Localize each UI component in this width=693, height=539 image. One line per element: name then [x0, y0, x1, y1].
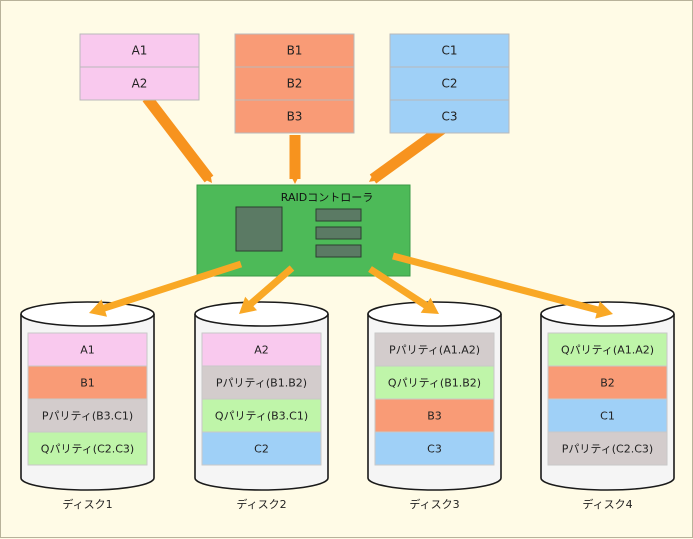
disk-block [547, 332, 668, 367]
input-arrow [142, 94, 214, 183]
disk-block [374, 431, 495, 466]
disk-block-label: Pパリティ(A1.A2) [389, 344, 480, 357]
disk-block-label: C3 [427, 443, 442, 456]
disk-block-label: Qパリティ(A1.A2) [561, 344, 654, 357]
input-block-label: C3 [441, 110, 457, 124]
input-block [79, 66, 200, 101]
disk-block-label: C1 [600, 410, 615, 423]
input-block-label: C2 [441, 77, 457, 91]
disk-label: ディスク3 [409, 497, 459, 511]
input-arrows [142, 94, 446, 184]
output-arrow [392, 252, 613, 319]
disk-block-label: A2 [254, 344, 269, 357]
controller-slot [315, 226, 362, 240]
disks: A1B1Pパリティ(B3.C1)Qパリティ(C2.C3)ディスク1A2Pパリティ… [20, 301, 675, 511]
disk-block [27, 431, 148, 466]
input-arrow [368, 124, 446, 184]
disk-block-label: Pパリティ(B3.C1) [42, 410, 133, 423]
controller-label: RAIDコントローラ [281, 191, 373, 204]
disk-block-label: Pパリティ(B1.B2) [216, 377, 307, 390]
disk-label: ディスク1 [62, 497, 112, 511]
input-block [234, 99, 355, 134]
disk-label: ディスク4 [582, 497, 632, 511]
controller-board [196, 184, 411, 277]
disk-block-label: Qパリティ(B1.B2) [388, 377, 481, 390]
disk-block [27, 332, 148, 367]
disk-block [374, 365, 495, 400]
input-block [79, 33, 200, 68]
controller-slot [315, 244, 362, 258]
input-block [234, 33, 355, 68]
raid-controller: RAIDコントローラ [196, 184, 411, 277]
disk-top [367, 301, 502, 327]
input-block-label: B3 [287, 110, 303, 124]
controller-chip [235, 206, 283, 252]
disk-top [20, 301, 155, 327]
disk-block [27, 365, 148, 400]
disk-block-label: A1 [80, 344, 95, 357]
output-arrows [89, 252, 613, 319]
input-block [389, 99, 510, 134]
output-arrow [89, 260, 243, 317]
disk-block-label: B2 [600, 377, 615, 390]
disk-block-label: Pパリティ(C2.C3) [562, 443, 653, 456]
disk-block [201, 332, 322, 367]
input-block-label: A1 [132, 44, 148, 58]
disk-block-label: C2 [254, 443, 269, 456]
disk-label: ディスク2 [236, 497, 286, 511]
disk-block-label: B3 [427, 410, 442, 423]
disk-block [547, 431, 668, 466]
input-block [389, 66, 510, 101]
disk-block [201, 431, 322, 466]
input-block-label: C1 [441, 44, 457, 58]
disk-block [201, 398, 322, 433]
output-arrow [239, 265, 295, 314]
input-block-label: A2 [132, 77, 148, 91]
disk-block-label: Qパリティ(B3.C1) [215, 410, 308, 423]
input-block-label: B1 [287, 44, 303, 58]
controller-slot [315, 208, 362, 222]
output-arrow [368, 266, 439, 314]
disk-block [201, 365, 322, 400]
input-block-label: B2 [287, 77, 303, 91]
disk-block-label: Qパリティ(C2.C3) [41, 443, 134, 456]
disk-block-label: B1 [80, 377, 95, 390]
disk-top [194, 301, 329, 327]
